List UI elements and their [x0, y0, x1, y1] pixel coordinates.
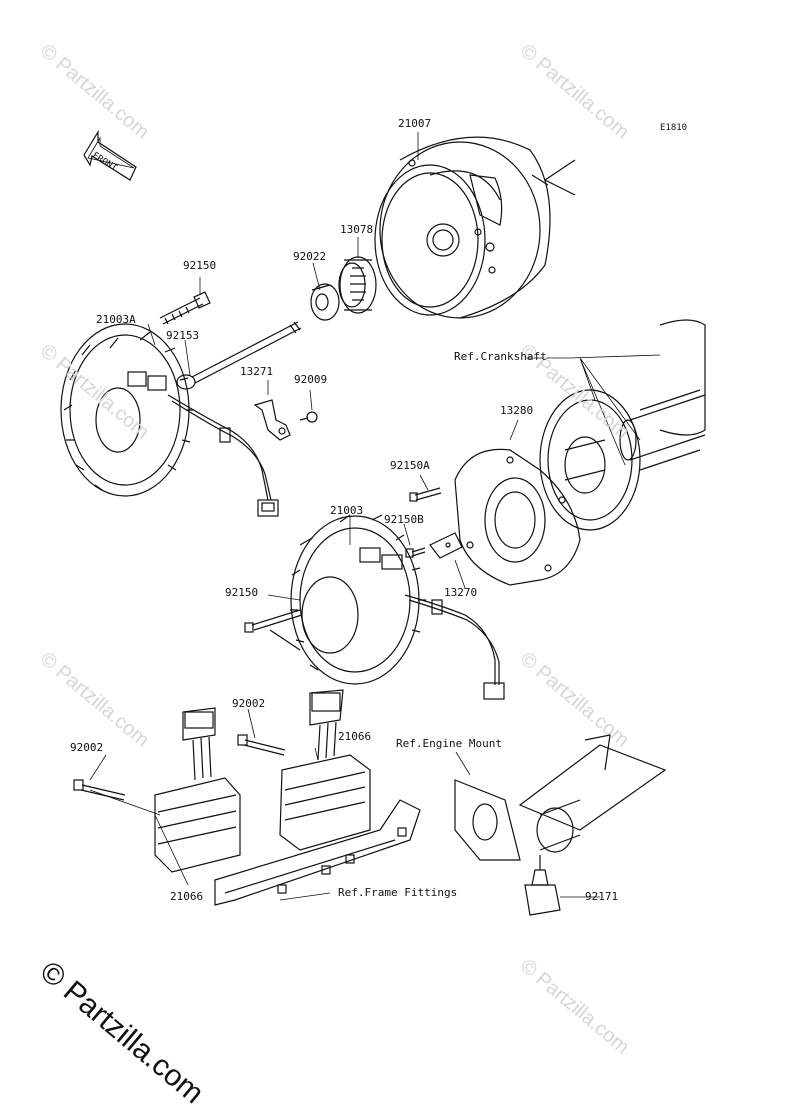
bolt-92150-mid: [244, 609, 303, 651]
part-label-92002-left[interactable]: 92002: [70, 741, 104, 754]
engine-mount: [454, 734, 667, 861]
leader-lines: [89, 132, 661, 901]
part-label-13078[interactable]: 13078: [340, 223, 374, 236]
part-label-92150A[interactable]: 92150A: [390, 459, 430, 472]
part-label-21066-bottom[interactable]: 21066: [170, 890, 204, 903]
crankshaft: [619, 319, 706, 471]
regulator-21066-bottom: [154, 707, 241, 873]
ref-label-engine-mount: Ref.Engine Mount: [396, 737, 502, 750]
bolt-92153: [176, 321, 302, 390]
stator-21003A: [60, 323, 194, 497]
bolt-92002-top: [237, 734, 286, 756]
cover-13280: [454, 448, 581, 586]
plate-13270: [429, 532, 463, 559]
part-label-21003A[interactable]: 21003A: [96, 313, 136, 326]
diagram-drawing: [60, 129, 706, 916]
harness-21003A: [167, 394, 279, 517]
part-label-92150-top[interactable]: 92150: [183, 259, 217, 272]
gear-13078: [338, 256, 377, 314]
ref-label-frame-fittings: Ref.Frame Fittings: [338, 886, 458, 899]
part-label-13280[interactable]: 13280: [500, 404, 534, 417]
bolt-92150-top: [159, 291, 211, 325]
bolt-92150A: [409, 487, 442, 502]
screw-92009: [299, 411, 318, 423]
bracket-13271: [253, 399, 291, 441]
front-arrow-icon: [83, 129, 137, 181]
part-label-21066-top[interactable]: 21066: [338, 730, 372, 743]
washer-92022: [310, 283, 340, 321]
ref-label-crankshaft: Ref.Crankshaft: [454, 350, 547, 363]
part-label-92022[interactable]: 92022: [293, 250, 327, 263]
bolt-92002-left: [73, 779, 126, 801]
part-label-92002-top[interactable]: 92002: [232, 697, 266, 710]
harness-21003: [404, 594, 505, 700]
diagram-code: E1810: [660, 123, 688, 133]
part-label-21007[interactable]: 21007: [398, 117, 432, 130]
part-label-13271[interactable]: 13271: [240, 365, 274, 378]
part-label-92009[interactable]: 92009: [294, 373, 328, 386]
starter-gear: [539, 389, 641, 531]
part-label-92171[interactable]: 92171: [585, 890, 619, 903]
part-label-21003[interactable]: 21003: [330, 504, 364, 517]
stator-21003: [290, 514, 426, 685]
regulator-21066-top: [279, 689, 371, 851]
flywheel-21007: [374, 136, 576, 319]
part-label-92153[interactable]: 92153: [166, 329, 200, 342]
sensor-92171: [524, 855, 561, 916]
part-label-92150B[interactable]: 92150B: [384, 513, 424, 526]
frame-fitting: [214, 799, 421, 906]
parts-diagram: © Partzilla.com © Partzilla.com © Partzi…: [34, 40, 706, 1110]
part-label-13270[interactable]: 13270: [444, 586, 478, 599]
part-label-92150-mid[interactable]: 92150: [225, 586, 259, 599]
